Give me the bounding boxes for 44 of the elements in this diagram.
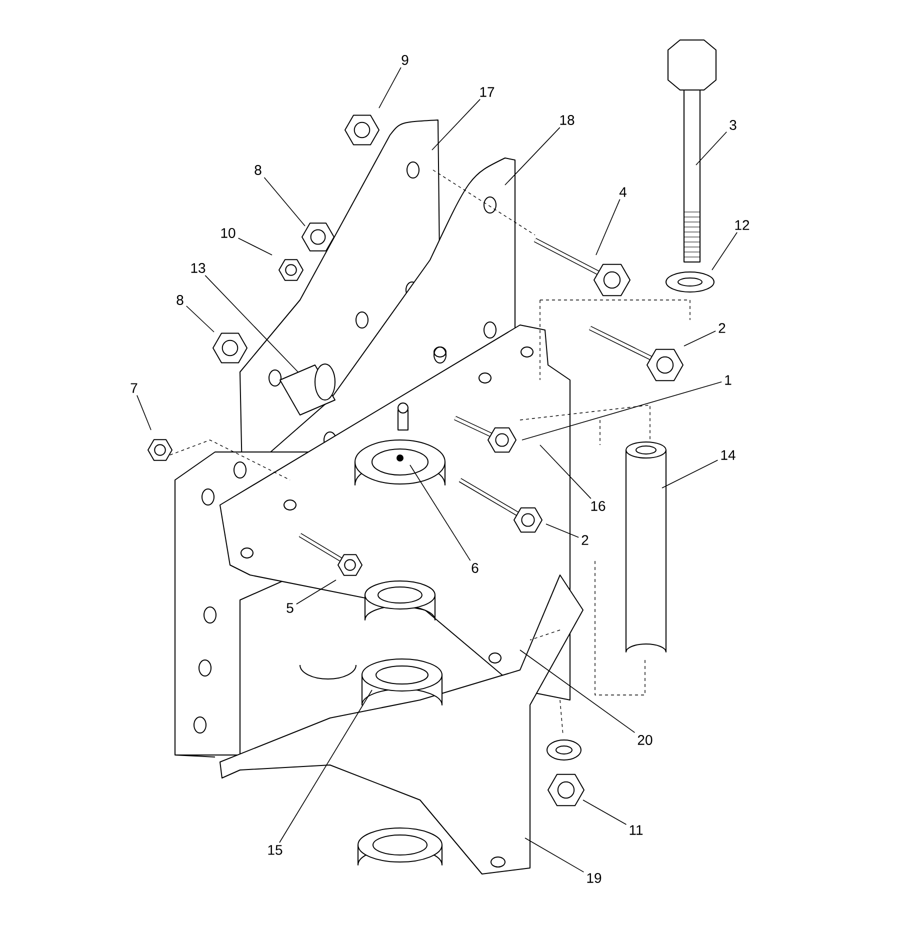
leader-line xyxy=(696,132,728,166)
callout-number: 1 xyxy=(722,373,734,387)
callout-number: 8 xyxy=(174,293,186,307)
callout-number: 8 xyxy=(252,163,264,177)
callout-number: 3 xyxy=(727,118,739,132)
leader-line xyxy=(524,838,584,872)
leader-line xyxy=(136,394,152,430)
callout-number: 20 xyxy=(635,733,655,747)
callout-number: 17 xyxy=(477,85,497,99)
callout-number: 16 xyxy=(588,499,608,513)
callout-number: 12 xyxy=(732,218,752,232)
leader-line xyxy=(684,330,716,346)
leader-line xyxy=(279,690,372,844)
leader-line xyxy=(504,127,560,186)
leader-line xyxy=(596,198,620,256)
leader-line xyxy=(540,444,592,499)
callout-number: 13 xyxy=(188,261,208,275)
callout-number: 11 xyxy=(626,823,646,837)
leader-line xyxy=(546,524,580,538)
callout-number: 14 xyxy=(718,448,738,462)
callout-number: 9 xyxy=(399,53,411,67)
leader-line xyxy=(432,98,480,150)
leader-line xyxy=(378,67,402,108)
callout-number: 6 xyxy=(469,561,481,575)
callout-number: 15 xyxy=(265,843,285,857)
callout-number: 5 xyxy=(284,601,296,615)
callout-number: 4 xyxy=(617,185,629,199)
leader-line xyxy=(662,460,718,488)
leader-line xyxy=(582,800,627,825)
leader-line xyxy=(204,275,298,372)
leader-line xyxy=(296,580,336,605)
callout-number: 2 xyxy=(579,533,591,547)
leader-line xyxy=(186,306,214,332)
leader-line xyxy=(522,381,722,440)
callout-number: 10 xyxy=(218,226,238,240)
leader-line xyxy=(264,177,306,226)
callout-number: 18 xyxy=(557,113,577,127)
leader-line xyxy=(520,650,636,733)
leader-line xyxy=(410,464,471,561)
callout-number: 19 xyxy=(584,871,604,885)
leader-line xyxy=(238,238,272,256)
callout-number: 2 xyxy=(716,321,728,335)
leader-line xyxy=(712,232,738,270)
callout-number: 7 xyxy=(128,381,140,395)
